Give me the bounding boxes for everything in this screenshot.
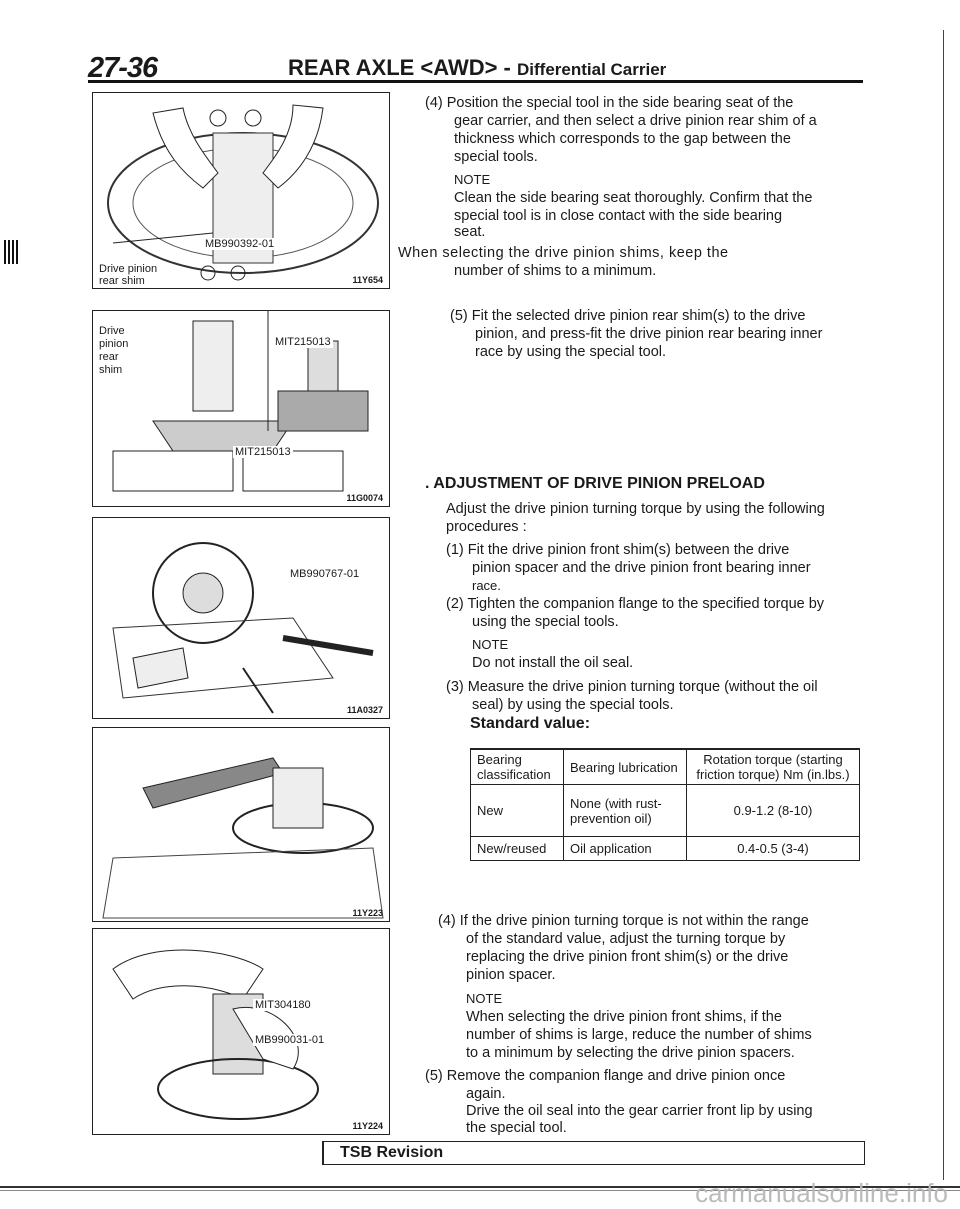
figure-5-drawing: [112, 949, 319, 1120]
proc-1-line1: (1) Fit the drive pinion front shim(s) b…: [446, 542, 790, 558]
cell-torque: 0.9-1.2 (8-10): [686, 784, 860, 837]
spec-table: Bearing classification Bearing lubricati…: [470, 748, 860, 861]
note-1-line3: seat.: [454, 224, 486, 240]
note-2-line1: Do not install the oil seal.: [472, 655, 634, 671]
figure-1-drawing: [107, 104, 379, 281]
spec-table-wrap: Bearing classification Bearing lubricati…: [470, 748, 860, 861]
proc-1-line3: race.: [472, 578, 501, 593]
figure-press-fit: Drive pinion rear shim MIT215013 MIT2150…: [92, 310, 390, 507]
proc-1-line2: pinion spacer and the drive pinion front…: [472, 560, 811, 576]
proc-5-line3: Drive the oil seal into the gear carrier…: [466, 1103, 813, 1119]
tsb-revision-label: TSB Revision: [340, 1144, 444, 1161]
proc-3-line1: (3) Measure the drive pinion turning tor…: [446, 679, 818, 695]
note-3-line3: to a minimum by selecting the drive pini…: [466, 1045, 795, 1061]
section-tab-mark: [4, 240, 20, 264]
section-heading: . ADJUSTMENT OF DRIVE PINION PRELOAD: [425, 475, 765, 492]
proc-5-line2: again.: [466, 1086, 506, 1102]
figure-3-code: 11A0327: [346, 705, 383, 715]
step-4-line4: special tools.: [454, 149, 538, 165]
note-1-line5: number of shims to a minimum.: [454, 263, 657, 279]
proc-4-line3: replacing the drive pinion front shim(s)…: [466, 949, 789, 965]
figure-2-code: 11G0074: [346, 493, 383, 503]
figure-oil-seal-install: MIT304180 MB990031-01 11Y224: [92, 928, 390, 1135]
table-row: New None (with rust-prevention oil) 0.9-…: [470, 784, 860, 837]
footer-rule: [0, 1186, 960, 1188]
figure-2-label-pinion: pinion: [97, 338, 131, 350]
proc-4-line4: pinion spacer.: [466, 967, 556, 983]
cell-torque: 0.4-0.5 (3-4): [686, 836, 860, 861]
note-3-line2: number of shims is large, reduce the num…: [466, 1027, 812, 1043]
figure-1-code: 11Y654: [352, 275, 383, 285]
step-4-line3: thickness which corresponds to the gap b…: [454, 131, 791, 147]
figure-1-label-part-2: rear shim: [97, 275, 147, 287]
figure-5-label-tool-2: MB990031-01: [253, 1034, 327, 1046]
proc-5-line4: the special tool.: [466, 1120, 567, 1136]
figure-3-label-tool: MB990767-01: [288, 568, 362, 580]
header-bearing-class: Bearing classification: [470, 748, 564, 785]
proc-4-line1: (4) If the drive pinion turning torque i…: [438, 913, 809, 929]
proc-5-line1: (5) Remove the companion flange and driv…: [425, 1068, 786, 1084]
cell-class: New/reused: [470, 836, 564, 861]
table-header-row: Bearing classification Bearing lubricati…: [470, 748, 860, 785]
standard-value-label: Standard value:: [470, 715, 591, 732]
note-2-heading: NOTE: [472, 637, 509, 652]
intro-line2: procedures :: [446, 519, 527, 535]
figure-2-label-drive: Drive: [97, 325, 127, 337]
note-1-line4: When selecting the drive pinion shims, k…: [398, 245, 729, 261]
figure-1-label-part: Drive pinion: [97, 263, 160, 275]
figure-2-label-shim: shim: [97, 364, 125, 376]
intro-line1: Adjust the drive pinion turning torque b…: [446, 501, 825, 517]
page-title: REAR AXLE <AWD> - Differential Carrier: [288, 55, 666, 81]
page-number: 27-36: [88, 52, 158, 84]
proc-3-line2: seal) by using the special tools.: [472, 697, 674, 713]
table-row: New/reused Oil application 0.4-0.5 (3-4): [470, 836, 860, 861]
watermark: carmanualsonline.info: [695, 1178, 948, 1208]
cell-class: New: [470, 784, 564, 837]
step-4-line1: (4) Position the special tool in the sid…: [425, 95, 794, 111]
proc-2-line1: (2) Tighten the companion flange to the …: [446, 596, 825, 612]
note-1-heading: NOTE: [454, 172, 491, 187]
note-3-heading: NOTE: [466, 991, 503, 1006]
figure-2-label-rear: rear: [97, 351, 121, 363]
title-main: REAR AXLE <AWD> -: [288, 55, 511, 80]
figure-torque-measure: 11Y223: [92, 727, 390, 922]
step-4-line2: gear carrier, and then select a drive pi…: [454, 113, 817, 129]
figure-5-label-tool-1: MIT304180: [253, 999, 313, 1011]
header-bearing-lube: Bearing lubrication: [563, 748, 687, 785]
page-edge-line: [943, 30, 944, 1180]
figure-2-label-tool-bottom: MIT215013: [233, 446, 293, 458]
footer-rule-2: [0, 1190, 960, 1191]
figure-1-label-tool: MB990392-01: [203, 238, 277, 250]
proc-2-line2: using the special tools.: [472, 614, 619, 630]
figure-3-drawing: [112, 542, 374, 714]
figure-shim-selection: MB990392-01 Drive pinion rear shim 11Y65…: [92, 92, 390, 289]
note-3-line1: When selecting the drive pinion front sh…: [466, 1009, 782, 1025]
figure-4-code: 11Y223: [352, 908, 383, 918]
header-rotation-torque: Rotation torque (starting friction torqu…: [686, 748, 860, 785]
note-1-line1: Clean the side bearing seat thoroughly. …: [454, 190, 813, 206]
cell-lube: None (with rust-prevention oil): [563, 784, 687, 837]
cell-lube: Oil application: [563, 836, 687, 861]
step-5-line3: race by using the special tool.: [475, 344, 667, 360]
figure-5-code: 11Y224: [352, 1121, 383, 1131]
step-5-line1: (5) Fit the selected drive pinion rear s…: [450, 308, 806, 324]
figure-4-drawing: [102, 757, 384, 919]
figure-2-drawing: [112, 311, 369, 492]
note-1-line2: special tool is in close contact with th…: [454, 208, 783, 224]
figure-companion-flange: MB990767-01 11A0327: [92, 517, 390, 719]
step-5-line2: pinion, and press-fit the drive pinion r…: [475, 326, 823, 342]
header-rule: [88, 80, 863, 83]
proc-4-line2: of the standard value, adjust the turnin…: [466, 931, 786, 947]
tsb-revision-box: TSB Revision: [322, 1141, 865, 1165]
title-sub: Differential Carrier: [517, 60, 667, 79]
figure-2-label-tool-top: MIT215013: [273, 336, 333, 348]
